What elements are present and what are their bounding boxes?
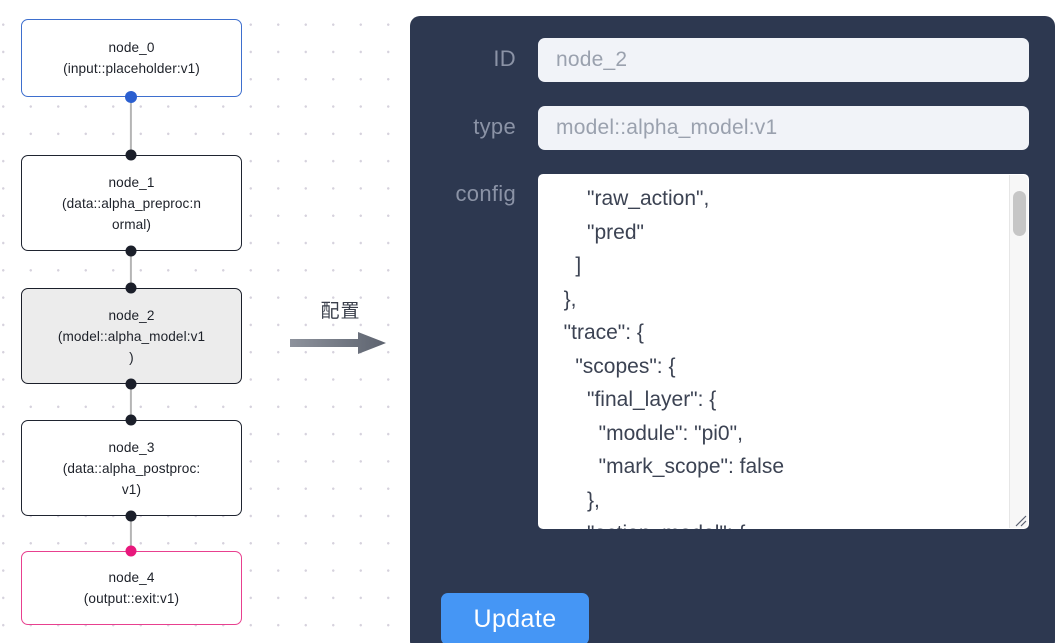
node-graph-canvas[interactable]: node_0 (input::placeholder:v1) node_1 (d… <box>0 0 396 643</box>
config-scrollbar-thumb[interactable] <box>1013 191 1026 236</box>
handle-source-node_2[interactable] <box>125 378 137 390</box>
node-type: (model::alpha_model:v1 <box>57 328 206 344</box>
graph-node-node_1[interactable]: node_1 (data::alpha_preproc:n ormal) <box>21 155 242 251</box>
node-type-cont: ormal) <box>111 216 152 232</box>
edge-node0-node1 <box>129 97 133 157</box>
config-field-row: config "raw_action", "pred" ] }, "trace"… <box>418 174 1029 529</box>
edge-node1-node2 <box>129 251 133 290</box>
handle-target-node_3[interactable] <box>125 414 137 426</box>
node-config-panel: ID type config "raw_action", "pred" ] },… <box>410 16 1055 643</box>
id-input[interactable] <box>538 38 1029 82</box>
graph-node-node_4[interactable]: node_4 (output::exit:v1) <box>21 551 242 625</box>
handle-target-node_1[interactable] <box>125 149 137 161</box>
node-title: node_4 <box>108 570 155 585</box>
handle-source-node_1[interactable] <box>125 245 137 257</box>
handle-target-node_4[interactable] <box>125 545 137 557</box>
id-field-row: ID <box>418 38 1029 82</box>
update-button[interactable]: Update <box>441 593 589 643</box>
id-field-label: ID <box>493 46 516 71</box>
node-type: (output::exit:v1) <box>83 591 180 606</box>
handle-source-node_0[interactable] <box>125 91 137 103</box>
type-field-row: type <box>418 106 1029 150</box>
resize-grip-icon[interactable] <box>1011 511 1027 527</box>
node-title: node_3 <box>108 439 155 455</box>
node-type: (data::alpha_preproc:n <box>62 195 201 211</box>
config-textarea-scrollbar[interactable] <box>1009 175 1028 528</box>
handle-source-node_3[interactable] <box>125 510 137 522</box>
edge-node3-node4 <box>129 516 133 553</box>
node-title: node_0 <box>108 40 155 55</box>
graph-node-node_0[interactable]: node_0 (input::placeholder:v1) <box>21 19 242 97</box>
node-type: (input::placeholder:v1) <box>63 61 200 76</box>
node-type-cont: ) <box>129 349 134 365</box>
right-arrow-icon <box>290 332 386 354</box>
type-input[interactable] <box>538 106 1029 150</box>
config-textarea-wrapper: "raw_action", "pred" ] }, "trace": { "sc… <box>538 174 1029 529</box>
graph-node-node_2[interactable]: node_2 (model::alpha_model:v1 ) <box>21 288 242 384</box>
transition-label: 配置 <box>320 300 361 322</box>
handle-target-node_2[interactable] <box>125 282 137 294</box>
node-title: node_2 <box>108 307 155 323</box>
node-title: node_1 <box>108 174 155 190</box>
config-field-label: config <box>455 181 516 206</box>
node-type: (data::alpha_postproc: <box>62 460 201 476</box>
type-field-label: type <box>473 114 516 139</box>
edge-node2-node3 <box>129 384 133 422</box>
transition-annotation: 配置 <box>288 296 393 356</box>
node-type-cont: v1) <box>121 481 142 497</box>
config-textarea[interactable]: "raw_action", "pred" ] }, "trace": { "sc… <box>538 174 1029 529</box>
graph-node-node_3[interactable]: node_3 (data::alpha_postproc: v1) <box>21 420 242 516</box>
